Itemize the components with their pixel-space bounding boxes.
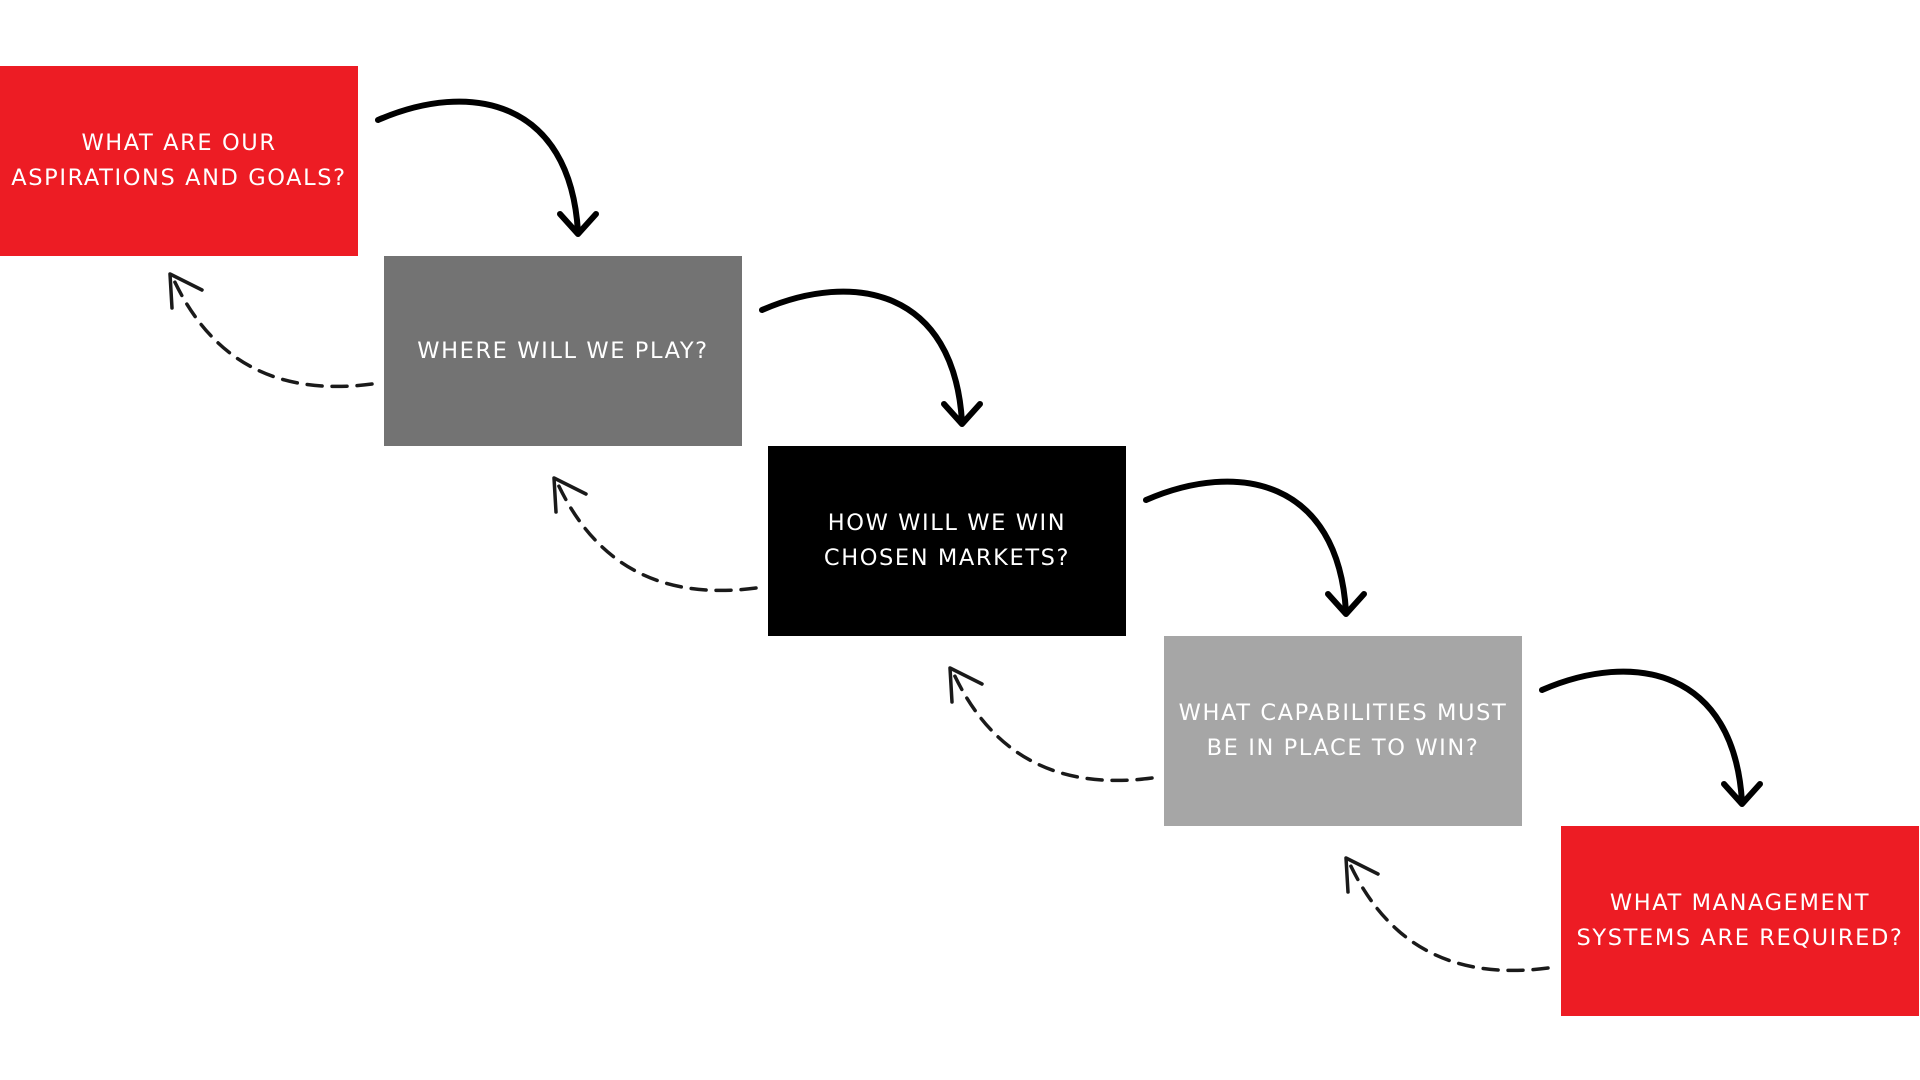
forward-arrow-1 xyxy=(375,98,599,237)
feedback-arrow-3 xyxy=(948,666,1154,783)
step-label-where-to-play: WHERE WILL WE PLAY? xyxy=(417,337,709,364)
step-box-capabilities: WHAT CAPABILITIES MUST BE IN PLACE TO WI… xyxy=(1164,636,1522,826)
step-box-how-to-win: HOW WILL WE WIN CHOSEN MARKETS? xyxy=(768,446,1126,636)
feedback-arrow-2 xyxy=(552,476,758,593)
feedback-arrow-4 xyxy=(1344,856,1550,973)
step-box-where-to-play: WHERE WILL WE PLAY? xyxy=(384,256,742,446)
step-box-aspirations: WHAT ARE OUR ASPIRATIONS AND GOALS? xyxy=(0,66,358,256)
forward-arrow-2 xyxy=(759,288,983,427)
step-label-management-systems: WHAT MANAGEMENT SYSTEMS ARE REQUIRED? xyxy=(1576,890,1904,951)
feedback-arrow-1 xyxy=(168,272,374,389)
step-box-management-systems: WHAT MANAGEMENT SYSTEMS ARE REQUIRED? xyxy=(1561,826,1919,1016)
step-label-capabilities: WHAT CAPABILITIES MUST BE IN PLACE TO WI… xyxy=(1178,700,1508,761)
step-label-aspirations: WHAT ARE OUR ASPIRATIONS AND GOALS? xyxy=(11,130,347,191)
forward-arrow-4 xyxy=(1539,668,1763,807)
step-label-how-to-win: HOW WILL WE WIN CHOSEN MARKETS? xyxy=(823,510,1071,571)
forward-arrow-3 xyxy=(1143,478,1367,617)
